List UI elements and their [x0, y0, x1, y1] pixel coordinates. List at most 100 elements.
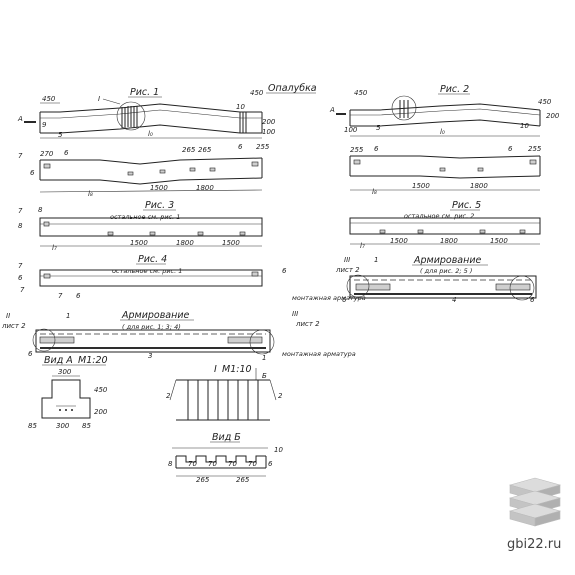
svg-text:7: 7 — [18, 262, 23, 270]
svg-text:7: 7 — [18, 207, 23, 215]
svg-text:300: 300 — [58, 368, 72, 376]
svg-text:1500: 1500 — [412, 182, 430, 190]
svg-text:10: 10 — [274, 446, 283, 454]
svg-text:1: 1 — [374, 256, 378, 264]
svg-text:70: 70 — [228, 460, 237, 468]
svg-text:200: 200 — [262, 118, 276, 126]
svg-text:265: 265 — [182, 146, 196, 154]
svg-text:6: 6 — [76, 292, 81, 300]
reinf-right-title: Армирование — [413, 255, 482, 266]
svg-text:лист 2: лист 2 — [335, 266, 360, 274]
svg-text:265: 265 — [198, 146, 212, 154]
svg-text:70: 70 — [208, 460, 217, 468]
reinf-left-title: Армирование — [121, 310, 190, 321]
svg-text:255: 255 — [256, 143, 270, 151]
svg-text:100: 100 — [262, 128, 276, 136]
svg-text:300: 300 — [56, 422, 70, 430]
svg-text:85: 85 — [82, 422, 91, 430]
svg-text:8: 8 — [168, 460, 173, 468]
view-a-title: Вид А — [44, 355, 73, 366]
svg-text:1500: 1500 — [150, 184, 168, 192]
svg-text:265: 265 — [236, 476, 250, 484]
svg-text:6: 6 — [530, 296, 535, 304]
reinf-right-subtitle: ( для рис. 2; 5 ) — [420, 267, 472, 275]
reinf-left-subtitle: ( для рис. 1; 3; 4) — [122, 323, 181, 331]
watermark-logo — [508, 477, 562, 527]
svg-text:3: 3 — [148, 352, 152, 360]
svg-text:6: 6 — [28, 350, 33, 358]
svg-text:1500: 1500 — [222, 239, 240, 247]
svg-text:70: 70 — [248, 460, 257, 468]
svg-text:6: 6 — [282, 267, 287, 275]
svg-text:1800: 1800 — [196, 184, 214, 192]
node-scale: М1:10 — [222, 364, 252, 375]
figure-1-caption: Рис. 1 — [130, 87, 159, 98]
watermark-text: gbi22.ru — [507, 537, 561, 552]
svg-text:450: 450 — [538, 98, 552, 106]
svg-text:Б: Б — [262, 372, 267, 380]
svg-text:8: 8 — [18, 222, 23, 230]
figure-2-caption: Рис. 2 — [440, 84, 469, 95]
svg-text:200: 200 — [94, 408, 108, 416]
svg-text:8: 8 — [38, 206, 43, 214]
svg-text:l₇: l₇ — [52, 244, 57, 252]
svg-text:1500: 1500 — [390, 237, 408, 245]
reinforcement-left: Армирование ( для рис. 1; 3; 4) 1 II лис… — [1, 294, 366, 362]
svg-text:7: 7 — [18, 152, 23, 160]
svg-text:2: 2 — [278, 392, 283, 400]
svg-text:255: 255 — [350, 146, 364, 154]
svg-text:А: А — [329, 106, 335, 114]
svg-text:1800: 1800 — [440, 237, 458, 245]
svg-text:III: III — [292, 310, 298, 318]
view-a-scale: М1:20 — [78, 355, 108, 366]
svg-text:6: 6 — [30, 169, 35, 177]
svg-text:6: 6 — [238, 143, 243, 151]
figure-2-plan: 255 6 6 255 l₈ 1500 1800 — [349, 145, 542, 196]
svg-text:лист 2: лист 2 — [1, 322, 26, 330]
figure-5: Рис. 5 остальное см. рис. 2 l₇ 1500 1800… — [349, 200, 541, 250]
svg-text:6: 6 — [268, 460, 273, 468]
svg-text:6: 6 — [342, 296, 347, 304]
svg-text:1500: 1500 — [490, 237, 508, 245]
svg-text:l₀: l₀ — [440, 128, 445, 136]
svg-text:7: 7 — [20, 286, 25, 294]
mount-rebar-note-1: монтажная арматура — [292, 294, 366, 302]
figure-3: Рис. 3 остальное см. рис. 1 7 8 8 l₇ 150… — [18, 200, 263, 252]
svg-text:III: III — [344, 256, 350, 264]
fig4-rest-note: остальное см. рис. 1 — [112, 267, 182, 275]
view-b: Вид Б 10 8 70 70 70 70 6 265 265 — [168, 432, 283, 484]
svg-text:5: 5 — [58, 131, 63, 139]
svg-text:265: 265 — [196, 476, 210, 484]
svg-text:270: 270 — [40, 150, 54, 158]
svg-text:1: 1 — [66, 312, 70, 320]
svg-text:4: 4 — [452, 296, 456, 304]
svg-text:10: 10 — [520, 122, 529, 130]
view-b-title: Вид Б — [212, 432, 241, 443]
svg-text:100: 100 — [344, 126, 358, 134]
svg-text:450: 450 — [354, 89, 368, 97]
svg-text:l₈: l₈ — [372, 188, 377, 196]
mount-rebar-note-2: монтажная арматура — [282, 350, 356, 358]
figure-4: Рис. 4 остальное см. рис. 1 7 6 7 6 7 6 — [18, 254, 287, 300]
svg-text:6: 6 — [508, 145, 513, 153]
svg-text:6: 6 — [64, 149, 69, 157]
svg-text:6: 6 — [18, 274, 23, 282]
view-a: Вид А М1:20 300 450 200 85 300 85 — [28, 355, 108, 430]
svg-text:l₇: l₇ — [360, 242, 365, 250]
figure-5-caption: Рис. 5 — [452, 200, 481, 211]
svg-text:70: 70 — [188, 460, 197, 468]
svg-text:l₈: l₈ — [88, 190, 93, 198]
svg-text:10: 10 — [236, 103, 245, 111]
svg-text:лист 2: лист 2 — [295, 320, 320, 328]
figure-1-plan: 7 270 6 265 265 6 255 l₈ 1500 1800 6 — [18, 143, 270, 198]
fig1-hatch — [121, 106, 247, 133]
svg-text:450: 450 — [42, 95, 56, 103]
svg-text:450: 450 — [250, 89, 264, 97]
svg-text:450: 450 — [94, 386, 108, 394]
svg-text:2: 2 — [166, 392, 171, 400]
figure-1: Рис. 1 Опалубка I А 450 450 — [17, 83, 317, 139]
figure-3-caption: Рис. 3 — [145, 200, 174, 211]
fig5-rest-note: остальное см. рис. 2 — [404, 212, 474, 220]
svg-text:l₀: l₀ — [148, 130, 153, 138]
